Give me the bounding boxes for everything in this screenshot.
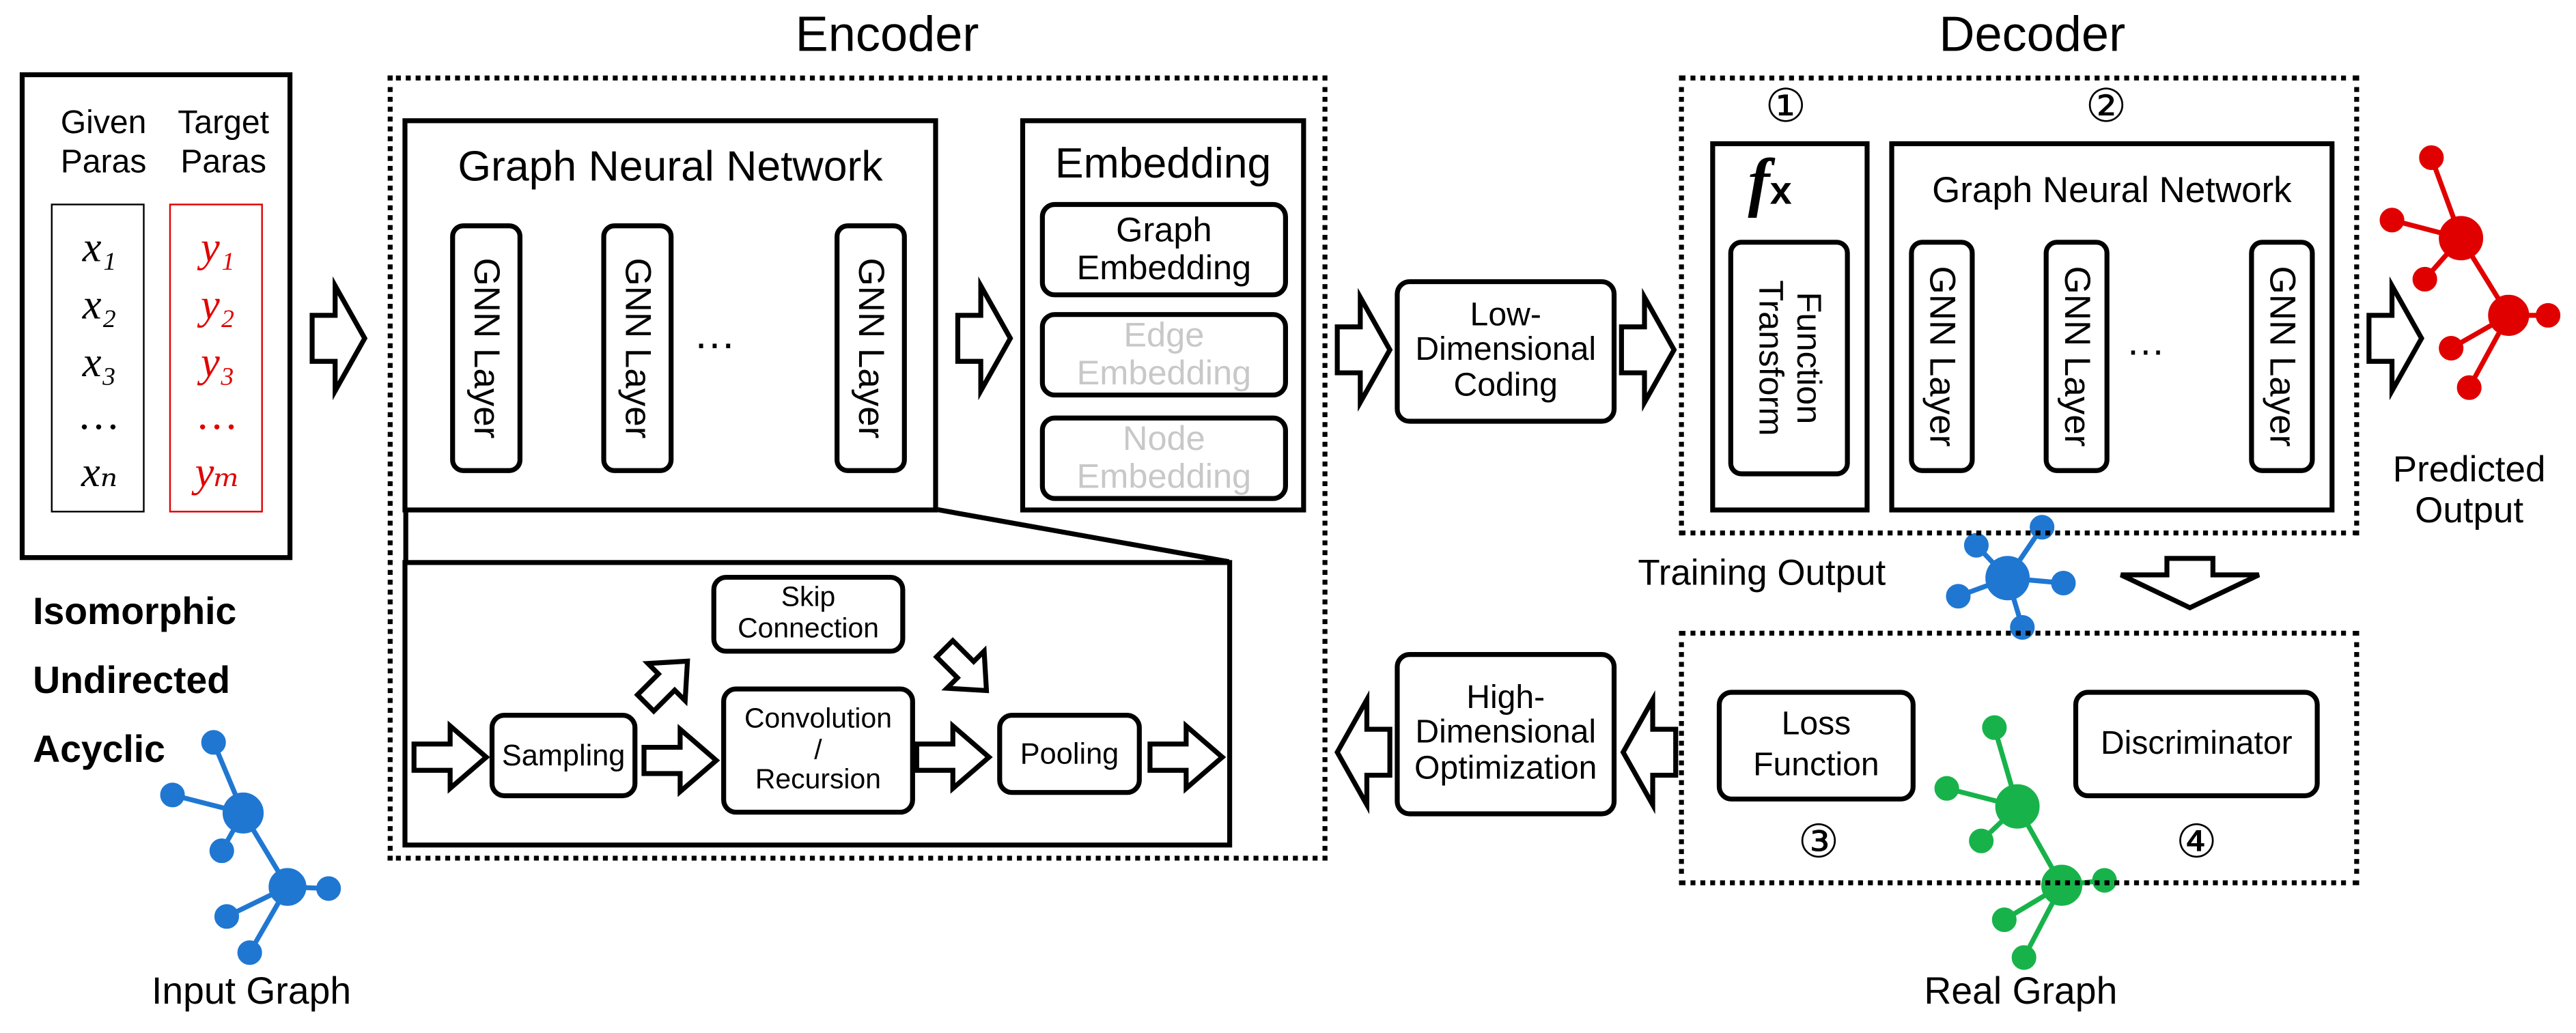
xn: xₙ: [81, 448, 118, 496]
sampling-box: Sampling: [489, 713, 638, 799]
arrow-lowdim-to-decoder: [1621, 297, 1674, 402]
decoder-gnn-title: Graph Neural Network: [1932, 169, 2292, 210]
low-dimensional-coding-box: Low- Dimensional Coding: [1395, 279, 1617, 424]
x3: x₃: [82, 338, 117, 386]
encoder-gnn-title: Graph Neural Network: [458, 141, 883, 191]
arrow-highdim-to-encoder: [1334, 690, 1392, 815]
ym: yₘ: [195, 448, 240, 496]
params-panel: [19, 72, 293, 561]
fx-icon: fx: [1748, 144, 1792, 218]
input-graph-label: Input Graph: [151, 969, 352, 1012]
given-paras-header: Given Paras: [60, 104, 147, 181]
arrow-skip-to-pooling: [933, 637, 990, 694]
pooling-box: Pooling: [997, 713, 1142, 795]
arrow-input-to-encoder: [312, 286, 365, 391]
predicted-graph-icon: [2379, 145, 2561, 400]
x2: x₂: [82, 281, 117, 329]
decoder-gnn-layer-n: GNN Layer: [2249, 240, 2315, 473]
x-ellipsis: …: [80, 391, 119, 439]
target-paras-header: Target Paras: [178, 104, 270, 181]
property-isomorphic: Isomorphic: [33, 589, 237, 633]
training-output-label: Training Output: [1638, 552, 1886, 593]
y1: y₁: [200, 223, 235, 271]
arrow-sampling-to-skip: [634, 658, 690, 715]
loss-function-box: Loss Function: [1716, 690, 1916, 802]
evaluation-container: [1679, 630, 2360, 886]
real-graph-label: Real Graph: [1924, 969, 2118, 1012]
decoder-gnn-layer-2: GNN Layer: [2043, 240, 2110, 473]
real-graph-icon: [1934, 715, 2117, 970]
encoder-gnn-layer-1: GNN Layer: [450, 223, 522, 473]
predicted-output-label: Predicted Output: [2392, 448, 2546, 530]
x1: x₁: [82, 223, 117, 271]
circle-number-3: ③: [1797, 816, 1840, 868]
circle-number-2: ②: [2085, 80, 2127, 132]
property-acyclic: Acyclic: [33, 727, 165, 771]
circle-number-4: ④: [2176, 816, 2217, 868]
input-graph-icon: [160, 730, 341, 965]
y2: y₂: [200, 281, 235, 329]
given-paras-list: x₁ x₂ x₃ … xₙ: [51, 203, 145, 513]
embedding-title: Embedding: [1054, 138, 1272, 188]
edge-embedding-box: Edge Embedding: [1039, 312, 1288, 398]
y3: y₃: [200, 338, 235, 386]
high-dimensional-optimization-box: High- Dimensional Optimization: [1395, 652, 1617, 817]
encoder-title: Encoder: [795, 8, 979, 63]
discriminator-box: Discriminator: [2073, 690, 2320, 799]
encoder-gnn-ellipsis: …: [693, 309, 736, 358]
graph-embedding-box: Graph Embedding: [1039, 201, 1288, 298]
decoder-title: Decoder: [1939, 8, 2126, 63]
y-ellipsis: …: [198, 391, 237, 439]
target-paras-list: y₁ y₂ y₃ … yₘ: [169, 203, 263, 513]
decoder-gnn-ellipsis: …: [2125, 320, 2166, 365]
gnn-detail-box: [402, 560, 1233, 848]
arrow-embedding-to-lowdim: [1337, 297, 1390, 402]
skip-connection-box: Skip Connection: [711, 574, 906, 654]
function-transform-box: Function Transform: [1728, 240, 1850, 477]
convolution-recursion-box: Convolution / Recursion: [721, 686, 915, 815]
encoder-container: [387, 75, 1328, 861]
arrow-decoder-to-loss: [2120, 556, 2260, 611]
decoder-gnn-layer-1: GNN Layer: [1909, 240, 1975, 473]
encoder-gnn-layer-2: GNN Layer: [601, 223, 674, 473]
circle-number-1: ①: [1765, 80, 1807, 132]
arrow-loss-to-highdim: [1620, 690, 1679, 815]
property-undirected: Undirected: [33, 658, 231, 702]
decoder-container: [1679, 75, 2360, 536]
node-embedding-box: Node Embedding: [1039, 415, 1288, 501]
encoder-gnn-layer-n: GNN Layer: [835, 223, 907, 473]
arrow-decoder-to-output: [2369, 286, 2422, 391]
